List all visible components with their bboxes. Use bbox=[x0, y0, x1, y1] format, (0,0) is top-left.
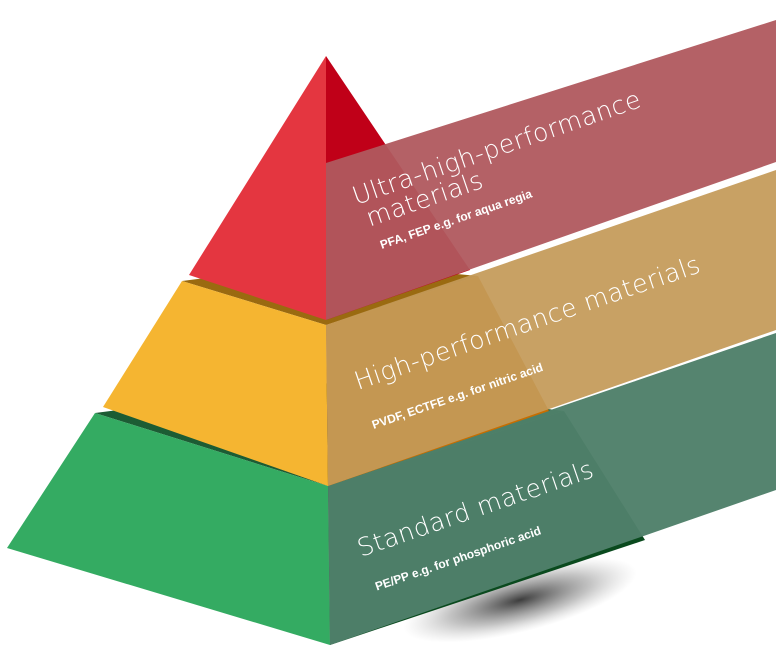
tier-standard-ribbon bbox=[328, 333, 776, 645]
tier-ultra-left-face bbox=[189, 56, 326, 320]
tier-high-left-face bbox=[103, 281, 328, 486]
tier-high-ribbon bbox=[326, 170, 776, 486]
tier-standard-left-face bbox=[7, 413, 330, 645]
tier-ultra bbox=[189, 20, 776, 320]
pyramid-shadow bbox=[403, 557, 637, 643]
tier-ultra-ribbon bbox=[326, 20, 776, 320]
